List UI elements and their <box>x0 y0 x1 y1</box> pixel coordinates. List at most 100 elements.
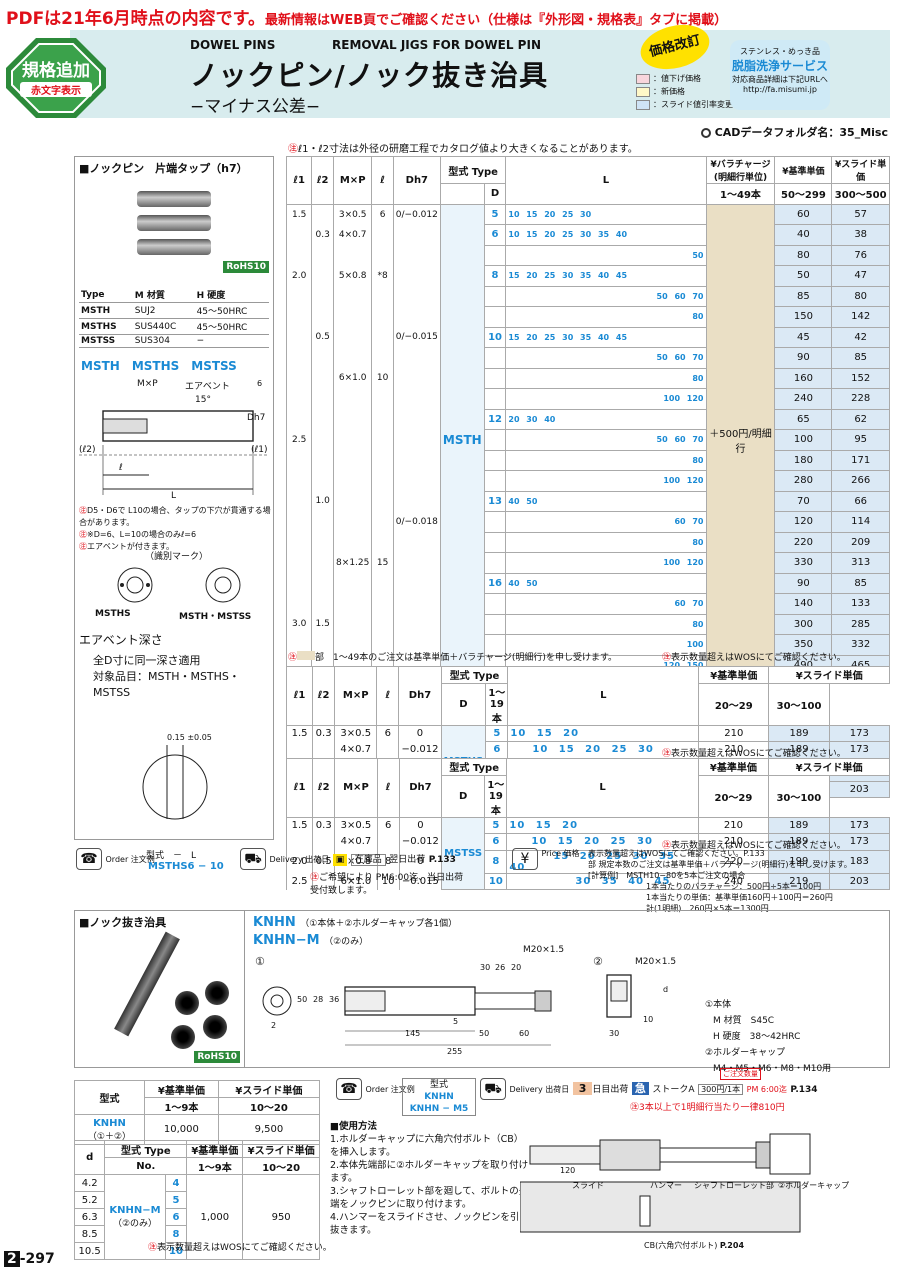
cell <box>311 532 335 553</box>
cell <box>371 491 394 512</box>
price-cell: 330 <box>774 552 833 574</box>
col-header: No. <box>104 1157 188 1175</box>
cell <box>392 593 441 614</box>
pin-image <box>137 215 211 231</box>
price-line: 1本当たりのバラチャージ：500円÷5本＝100円 <box>646 882 822 891</box>
type-name: KNHN−M <box>109 1205 161 1216</box>
price-cell: 76 <box>831 244 890 266</box>
d-cell: 10 <box>484 872 508 890</box>
cell: 4×0.7 <box>334 833 378 850</box>
legend-swatch <box>636 86 650 97</box>
price-cell: 183 <box>828 849 891 874</box>
no-cell: 4 <box>164 1174 188 1192</box>
price-cell: 100 <box>774 429 833 451</box>
cell <box>311 470 335 491</box>
degrease-service-box[interactable]: ステンレス・めっき品 脱脂洗浄サービス 対応商品詳細は下記URLへ http:/… <box>730 40 830 110</box>
cell <box>311 552 335 573</box>
type-cell: KNHN−M（②のみ） <box>104 1174 166 1260</box>
service-url[interactable]: http://fa.misumi.jp <box>743 85 817 94</box>
cb-text: CB(六角穴付ボルト) <box>644 1241 718 1250</box>
part-label: スライド <box>572 1181 604 1190</box>
pin-image <box>137 239 211 255</box>
note-icon: ㊟ <box>288 653 298 663</box>
notice-main: PDFは21年6月時点の内容です。 <box>6 9 265 29</box>
cell: MSTHS <box>81 321 117 332</box>
price-cell: 1,000 <box>186 1174 244 1260</box>
cell: 15 <box>371 552 394 573</box>
mark-drawing <box>117 567 241 603</box>
cell <box>371 347 394 368</box>
price-cell: 189 <box>768 724 830 742</box>
cell: −0.012 <box>398 833 443 850</box>
dim-value: d <box>663 985 669 994</box>
order-example: KNHN <box>424 1092 454 1102</box>
cell <box>371 532 394 553</box>
mark-label: （識別マーク） <box>145 552 209 562</box>
phone-icon: ☎ <box>336 1078 362 1100</box>
cb-ref[interactable]: P.204 <box>719 1241 745 1250</box>
price-cell: 80 <box>774 244 833 266</box>
l-cell: 60 70 <box>505 511 707 533</box>
note-line: エアベントが付きます。 <box>87 542 175 551</box>
col-header: ℓ1 <box>285 758 314 818</box>
jig-photo-box: ■ノック抜き治具 RoHS10 <box>75 911 245 1067</box>
quantity-tag: ご注文数量 <box>720 1068 761 1080</box>
legend-item: ：スライド値引率変更 <box>653 100 733 109</box>
cell <box>333 573 373 594</box>
cell <box>285 388 313 409</box>
col-header: L <box>507 666 700 726</box>
price-cell: 240 <box>697 872 770 890</box>
col-header: D <box>440 682 487 726</box>
dim-L: L <box>171 491 177 501</box>
mstss-foot: ㊟表示数量超えはWOSにてご確認ください。 <box>662 838 846 851</box>
d-cell: 5 <box>483 203 507 225</box>
yen-icon: ¥ <box>512 848 538 870</box>
cell <box>392 614 441 635</box>
pin-notes: ㊟D5・D6で L10の場合、タップの下穴が貫通する場合があります。 ㊟※D=6… <box>79 505 271 553</box>
cell <box>311 450 335 471</box>
delivery-label: Delivery 出荷日 <box>509 1085 570 1094</box>
price-cell: 219 <box>768 872 830 890</box>
cell <box>333 306 373 327</box>
order-head: 型式 <box>429 1080 448 1090</box>
delivery-ref[interactable]: P.133 <box>428 855 456 865</box>
col-header: ¥基準単価 <box>698 666 770 684</box>
cell <box>376 741 400 758</box>
cell: 3.0 <box>285 614 313 635</box>
l-cell: 50 60 70 <box>505 429 707 451</box>
l-cell: 80 <box>505 532 707 553</box>
knhnm-title: KNHN−M （②のみ） <box>253 933 368 948</box>
usage-step: 1.ホルダーキャップに六角穴付ボルト（CB）を挿入します。 <box>330 1134 524 1158</box>
jig-spec: ①本体 M 材質 S45C H 硬度 38〜42HRC ②ホルダーキャップ M4… <box>705 997 831 1077</box>
cell: 6×1.0 <box>333 368 373 389</box>
dim-d: Dh7 <box>247 413 266 423</box>
dim-value: 145 <box>405 1029 421 1038</box>
dim-value: 20 <box>511 963 522 972</box>
rohs-badge: RoHS10 <box>194 1051 240 1063</box>
delivery-ref[interactable]: P.134 <box>790 1085 818 1095</box>
d-cell: 6 <box>484 833 508 851</box>
cell <box>333 470 373 491</box>
cell <box>311 306 335 327</box>
cell: 6.3 <box>73 1208 106 1226</box>
dim-l: ℓ <box>119 463 123 473</box>
delivery-note-text: ご希望により PM6:00迄、当日出荷受付致します。 <box>310 873 464 896</box>
price-cell: 203 <box>828 780 891 798</box>
note-icon: ㊟ <box>148 1243 158 1253</box>
page-no: -297 <box>19 1251 55 1267</box>
cell: 5×0.8 <box>333 265 373 286</box>
dim-angle: 15° <box>195 395 211 405</box>
d-cell <box>483 306 507 328</box>
cell: 5.2 <box>73 1191 106 1209</box>
part-label: シャフトローレット部 <box>694 1181 774 1190</box>
cell <box>392 491 441 512</box>
price-cell: 285 <box>831 613 890 635</box>
order-box: 型式 KNHN KNHN − M5 <box>402 1078 476 1116</box>
cell: 4.2 <box>73 1174 106 1192</box>
spec-line: ①本体 <box>705 1000 732 1010</box>
order-example: KNHN − M5 <box>409 1104 469 1114</box>
